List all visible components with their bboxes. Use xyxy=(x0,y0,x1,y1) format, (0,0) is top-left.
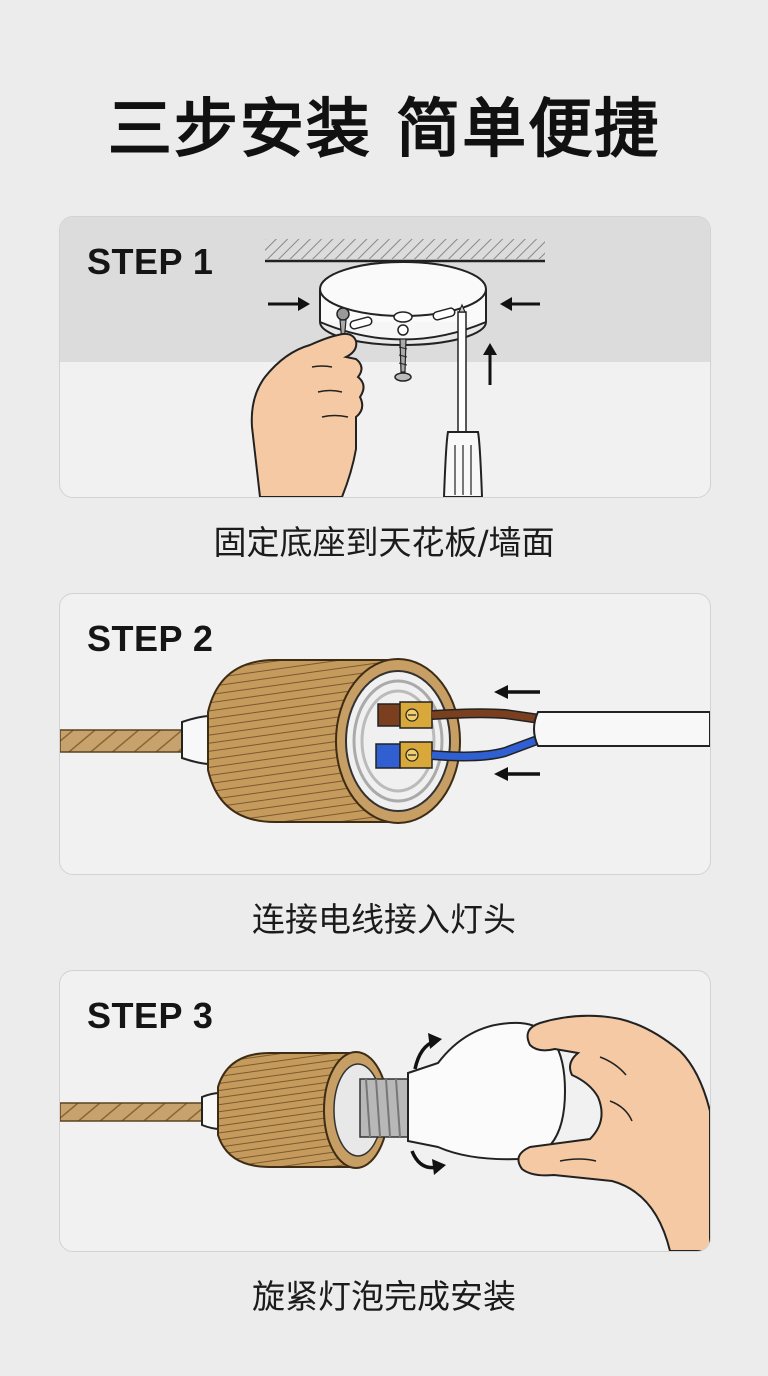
power-cable xyxy=(533,711,710,747)
brown-wire xyxy=(431,709,541,723)
rope-cord xyxy=(60,1102,206,1122)
step-3-card: STEP 3 xyxy=(59,970,711,1252)
step-3-label: STEP 3 xyxy=(87,995,214,1036)
light-bulb xyxy=(407,1021,567,1161)
ceiling-hatch xyxy=(265,239,545,259)
blue-wire xyxy=(431,735,542,760)
step-1-card: STEP 1 xyxy=(59,216,711,498)
step-2-card: STEP 2 xyxy=(59,593,711,875)
step-2-caption: 连接电线接入灯头 xyxy=(252,900,516,939)
arrow-left-icon xyxy=(494,767,540,781)
hand-icon xyxy=(250,332,365,497)
step-1-caption: 固定底座到天花板/墙面 xyxy=(213,523,555,562)
screwdriver-icon xyxy=(442,303,484,497)
bulb-base xyxy=(359,1078,411,1138)
screw-icon xyxy=(394,338,412,382)
rope-cord xyxy=(60,729,186,753)
arrow-right-icon xyxy=(268,297,310,311)
step-2-illustration xyxy=(60,658,710,824)
page-title: 三步安装 简单便捷 xyxy=(107,93,661,167)
screw-icon xyxy=(336,307,350,343)
arrow-up-icon xyxy=(483,343,497,385)
step-3-caption: 旋紧灯泡完成安装 xyxy=(252,1277,516,1316)
step-1-illustration xyxy=(60,217,710,497)
rotate-arrow-icon xyxy=(410,1033,446,1175)
arrow-left-icon xyxy=(500,297,540,311)
ceiling-base-plate xyxy=(319,261,487,346)
arrow-left-icon xyxy=(494,685,540,699)
step-1-label: STEP 1 xyxy=(87,241,214,282)
hand-icon xyxy=(517,1014,710,1251)
step-3-illustration xyxy=(60,1014,710,1251)
socket-cap xyxy=(181,714,211,766)
blue-terminal xyxy=(375,743,401,769)
step-2-label: STEP 2 xyxy=(87,618,214,659)
